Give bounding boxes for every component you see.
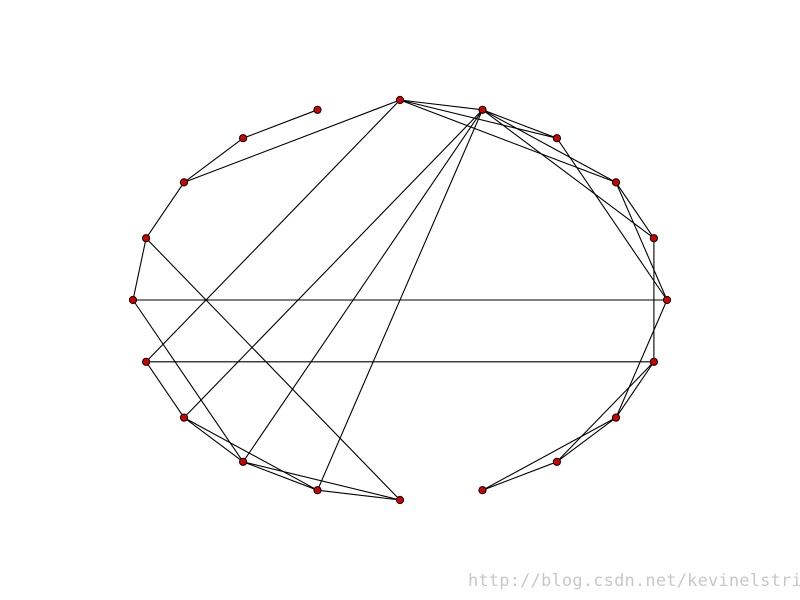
graph-edge bbox=[399, 99, 483, 111]
graph-edge bbox=[132, 299, 244, 463]
graph-edge bbox=[399, 99, 617, 183]
graph-node bbox=[649, 357, 659, 366]
graph-node bbox=[313, 486, 322, 495]
graph-node bbox=[142, 357, 151, 366]
graph-edge bbox=[145, 361, 185, 418]
graph-node bbox=[611, 178, 621, 187]
graph-edge bbox=[556, 137, 668, 301]
graph-node bbox=[128, 295, 138, 305]
graph-edge bbox=[615, 361, 655, 418]
graph-edge bbox=[482, 109, 558, 139]
graph-edge bbox=[242, 461, 318, 491]
graph-node bbox=[313, 105, 322, 114]
graph-node bbox=[239, 457, 248, 466]
graph-node bbox=[179, 178, 189, 187]
graph-node bbox=[395, 95, 405, 105]
graph-node bbox=[552, 134, 562, 143]
graph-edge bbox=[145, 237, 401, 501]
graph-edge bbox=[242, 461, 401, 501]
graph-edge bbox=[615, 182, 655, 239]
graph-node bbox=[662, 295, 672, 305]
graph-edge bbox=[317, 489, 401, 501]
graph-edge bbox=[556, 361, 655, 463]
graph-edges bbox=[132, 99, 668, 501]
graph-node bbox=[142, 234, 151, 243]
graph-edge bbox=[242, 109, 483, 463]
graph-edge bbox=[482, 109, 655, 239]
graph-nodes bbox=[128, 95, 672, 505]
graph-edge bbox=[183, 109, 483, 418]
graph-edge bbox=[615, 182, 668, 301]
graph-edge bbox=[183, 137, 244, 183]
graph-edge bbox=[183, 417, 244, 463]
graph-node bbox=[478, 105, 487, 114]
graph-node bbox=[611, 413, 621, 422]
graph-edge bbox=[183, 99, 401, 183]
graph-edge bbox=[242, 109, 318, 139]
graph-node bbox=[395, 495, 405, 505]
graph-edge bbox=[482, 461, 558, 491]
graph-node bbox=[478, 486, 487, 495]
graph-node bbox=[552, 457, 562, 466]
graph-edge bbox=[615, 299, 668, 418]
graph-edge bbox=[482, 109, 617, 183]
graph-edge bbox=[556, 417, 617, 463]
graph-node bbox=[179, 413, 189, 422]
graph-edge bbox=[482, 417, 617, 491]
graph-edge bbox=[132, 238, 147, 301]
watermark-text: http://blog.csdn.net/kevinelstri bbox=[468, 571, 800, 591]
graph-edge bbox=[145, 182, 185, 239]
graph-node bbox=[649, 234, 659, 243]
graph-edge bbox=[183, 417, 318, 491]
graph-node bbox=[239, 134, 248, 143]
graph-edge bbox=[145, 99, 401, 363]
